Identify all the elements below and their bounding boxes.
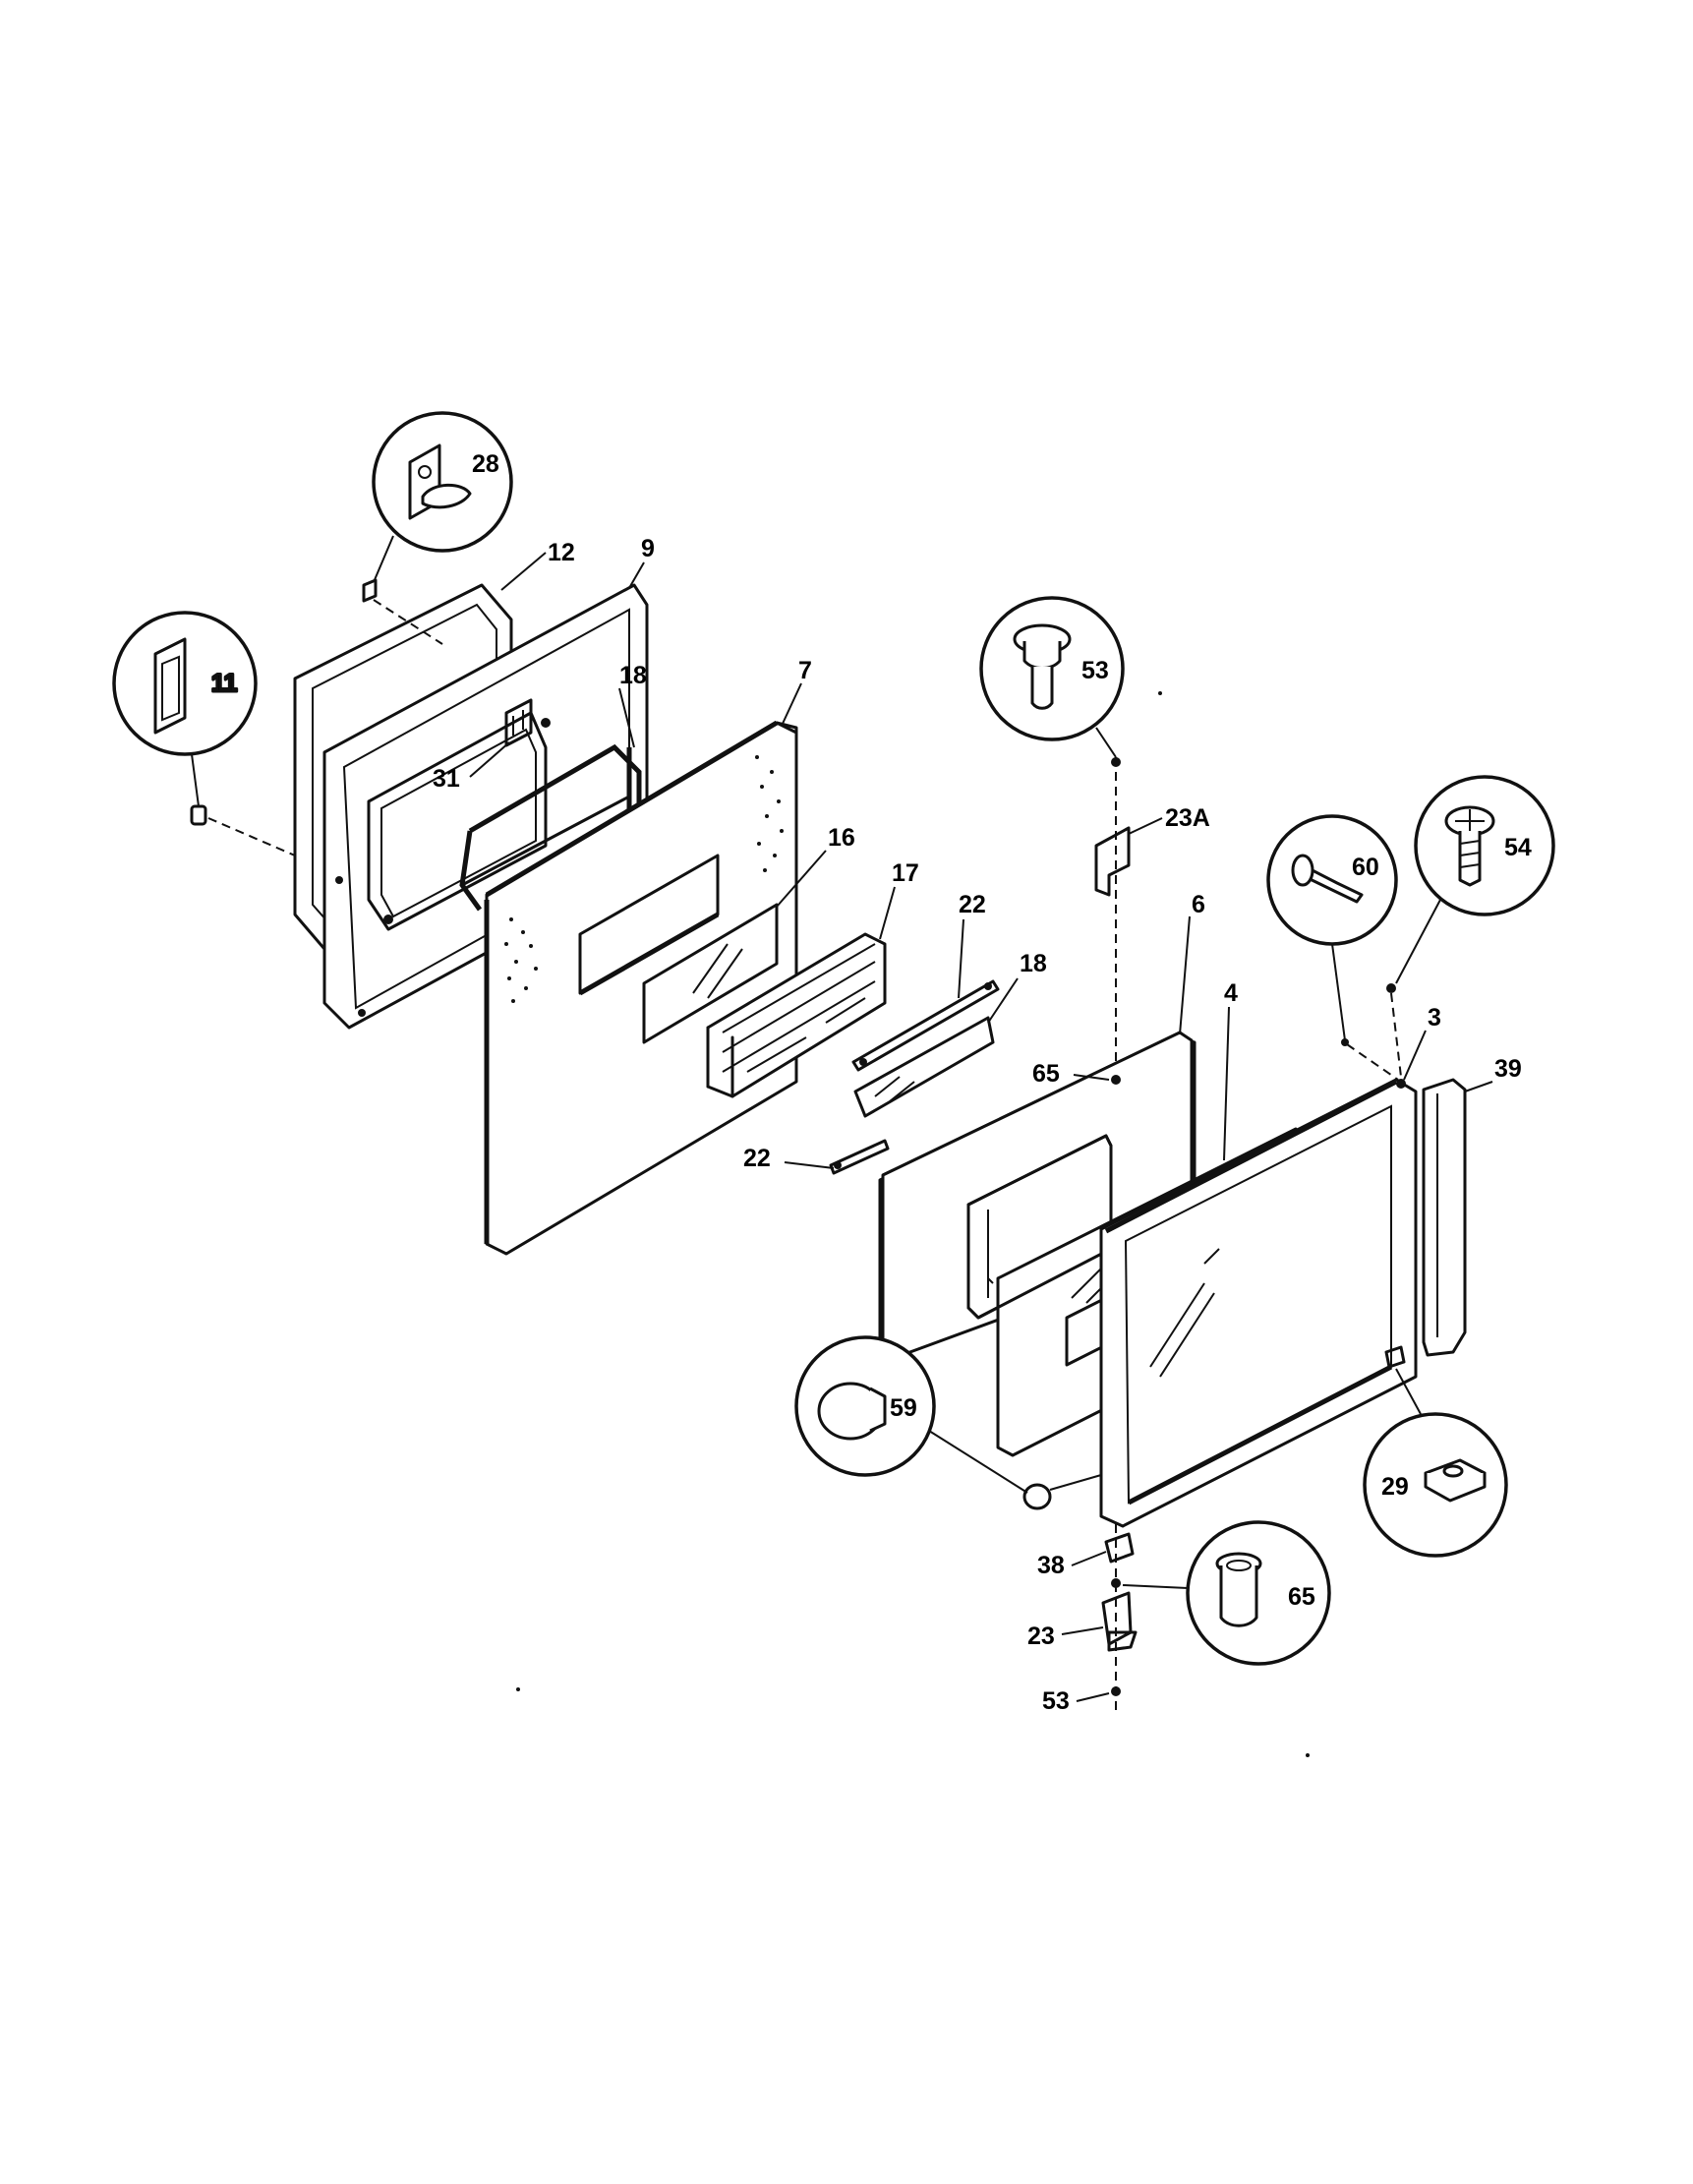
leader-53-bottom xyxy=(1076,1692,1110,1702)
part-65-bushing-small xyxy=(1111,1578,1121,1588)
label-16-top: 16 xyxy=(828,824,855,852)
leader-6 xyxy=(1179,915,1191,1035)
leader-12 xyxy=(500,552,547,591)
leader-65-top xyxy=(1073,1074,1110,1081)
label-6: 6 xyxy=(1192,891,1205,918)
detail-circle-53-top: 53 xyxy=(979,596,1125,758)
scan-dot-1 xyxy=(1158,691,1162,695)
detail-circle-60: 60 xyxy=(1266,814,1398,1041)
leader-9 xyxy=(628,561,645,589)
detail-circle-29: 29 xyxy=(1363,1368,1508,1558)
part-53-screw-bottom xyxy=(1111,1686,1121,1696)
part-31-bracket xyxy=(504,698,533,747)
part-22-retainer-top xyxy=(851,979,1000,1072)
label-38: 38 xyxy=(1037,1552,1065,1579)
detail-circle-54: 54 xyxy=(1395,775,1555,984)
part-3-top-rail xyxy=(1104,1079,1398,1234)
part-3-corner-screw xyxy=(1396,1079,1406,1089)
label-54: 54 xyxy=(1504,834,1532,861)
leader-4 xyxy=(1223,1006,1230,1161)
leader-38 xyxy=(1071,1551,1107,1566)
label-9: 9 xyxy=(641,535,655,562)
leader-18-top xyxy=(618,687,635,748)
label-3: 3 xyxy=(1428,1004,1441,1032)
detail-circle-11: 11 xyxy=(112,611,258,807)
label-59: 59 xyxy=(890,1394,917,1422)
label-65-bottom: 65 xyxy=(1288,1583,1315,1611)
part-39-door-handle xyxy=(1422,1078,1467,1357)
part-3-glass-lines xyxy=(1149,1248,1220,1378)
label-60: 60 xyxy=(1352,854,1379,881)
label-22-top: 22 xyxy=(959,891,986,918)
part-16-glass-lower xyxy=(853,1016,995,1118)
detail-circle-65-bottom: 65 xyxy=(1122,1520,1331,1666)
part-53-screw-top xyxy=(1111,757,1121,767)
part-28-hinge-clip xyxy=(362,578,443,645)
leader-17 xyxy=(879,886,896,940)
label-4: 4 xyxy=(1224,979,1238,1007)
leader-18-bottom xyxy=(987,977,1019,1024)
part-38-hinge-plate xyxy=(1104,1532,1135,1564)
leader-3 xyxy=(1403,1030,1427,1081)
label-53-bottom: 53 xyxy=(1042,1687,1070,1715)
part-59-knob-piece xyxy=(1022,1483,1052,1510)
part-54-screw-small xyxy=(1386,983,1396,993)
part-17-glass-pack xyxy=(706,932,887,1098)
leader-16-top xyxy=(776,850,827,908)
label-18-bottom: 18 xyxy=(1020,950,1047,977)
leader-39 xyxy=(1464,1081,1493,1092)
label-18-top: 18 xyxy=(619,662,647,689)
label-17: 17 xyxy=(892,859,919,887)
part-60-leader xyxy=(1346,1043,1399,1081)
leader-31 xyxy=(469,741,510,778)
part-65-bushing-top xyxy=(1111,1075,1121,1085)
part-7-insulation-panel xyxy=(484,720,798,1256)
leader-7 xyxy=(781,682,802,727)
leader-22-bottom xyxy=(784,1161,835,1169)
label-65-top: 65 xyxy=(1032,1060,1060,1088)
label-23: 23 xyxy=(1027,1623,1055,1650)
detail-circle-28: 28 xyxy=(372,411,513,583)
part-22-retainer-bottom xyxy=(829,1139,890,1175)
label-22-bottom: 22 xyxy=(743,1145,771,1172)
scan-dot-3 xyxy=(1306,1753,1310,1757)
label-31: 31 xyxy=(433,765,460,793)
scan-dot-2 xyxy=(516,1687,520,1691)
label-23A: 23A xyxy=(1165,804,1210,832)
label-39: 39 xyxy=(1494,1055,1522,1083)
leader-22-top xyxy=(958,918,964,999)
part-54-leader xyxy=(1390,992,1402,1078)
part-11-handle-clip xyxy=(190,804,296,856)
leader-23 xyxy=(1061,1626,1104,1635)
label-12: 12 xyxy=(548,539,575,566)
part-3-bottom-rail xyxy=(1127,1364,1393,1505)
label-7: 7 xyxy=(798,657,812,684)
label-11: 11 xyxy=(211,670,238,697)
part-16-glass xyxy=(642,903,779,1044)
part-23A-hinge-bracket xyxy=(1094,826,1131,897)
part-23-hinge xyxy=(1101,1591,1138,1652)
label-53-top: 53 xyxy=(1081,657,1109,684)
label-29: 29 xyxy=(1381,1473,1409,1501)
leader-23A xyxy=(1128,817,1163,835)
detail-circle-59: 59 xyxy=(794,1335,1102,1494)
part-18-gasket xyxy=(459,743,642,912)
part-29-hinge-block xyxy=(1384,1345,1406,1369)
label-28: 28 xyxy=(472,450,499,478)
